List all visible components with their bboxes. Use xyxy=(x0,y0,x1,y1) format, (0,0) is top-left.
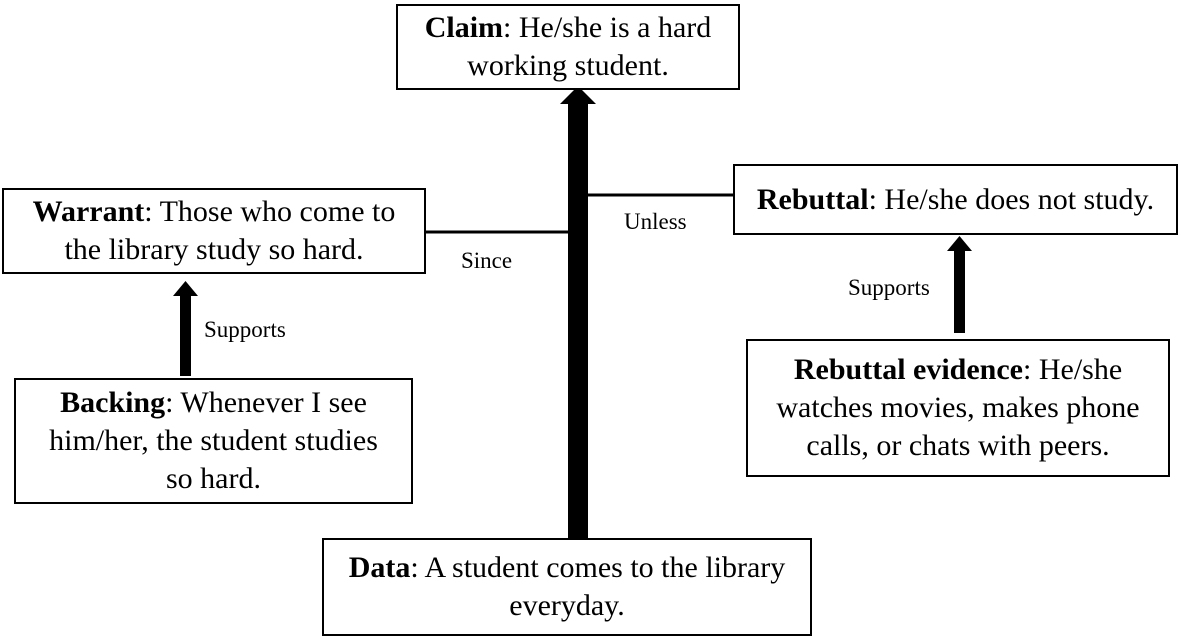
since-label: Since xyxy=(461,248,513,273)
rebuttal-evidence-arrow-shaft xyxy=(954,251,965,333)
rebuttal-evidence-arrow-head xyxy=(947,236,972,251)
backing-box: Backing: Whenever I see him/her, the stu… xyxy=(14,378,413,504)
claim-description: : He/she is a hard working student. xyxy=(467,11,712,82)
data-text: Data: A student comes to the library eve… xyxy=(327,549,807,625)
claim-box: Claim: He/she is a hard working student. xyxy=(396,4,740,90)
main-arrow-head xyxy=(560,86,596,104)
rebuttal-description: : He/she does not study. xyxy=(868,182,1155,216)
rebuttal-evidence-text: Rebuttal evidence: He/she watches movies… xyxy=(758,351,1158,465)
backing-term: Backing xyxy=(60,386,166,419)
supports-label-right: Supports xyxy=(848,275,930,300)
data-box: Data: A student comes to the library eve… xyxy=(322,538,812,636)
supports-label-left: Supports xyxy=(204,317,286,342)
claim-term: Claim xyxy=(424,11,504,44)
data-description: : A student comes to the library everyda… xyxy=(410,551,786,622)
backing-arrow-shaft xyxy=(180,296,191,376)
backing-description: : Whenever I see him/her, the student st… xyxy=(49,386,378,495)
backing-arrow-head xyxy=(173,281,198,296)
rebuttal-evidence-description: : He/she watches movies, makes phone cal… xyxy=(776,353,1140,462)
unless-label: Unless xyxy=(624,209,687,234)
data-term: Data xyxy=(348,551,411,584)
main-arrow-shaft xyxy=(568,104,588,540)
warrant-box: Warrant: Those who come to the library s… xyxy=(2,188,426,274)
rebuttal-term: Rebuttal xyxy=(756,182,869,216)
rebuttal-evidence-term: Rebuttal evidence xyxy=(793,353,1023,386)
backing-text: Backing: Whenever I see him/her, the stu… xyxy=(34,384,394,498)
rebuttal-text: Rebuttal: He/she does not study. xyxy=(736,181,1176,219)
warrant-text: Warrant: Those who come to the library s… xyxy=(12,193,417,269)
claim-text: Claim: He/she is a hard working student. xyxy=(408,9,728,85)
warrant-term: Warrant xyxy=(32,195,145,228)
rebuttal-evidence-box: Rebuttal evidence: He/she watches movies… xyxy=(746,339,1170,477)
rebuttal-box: Rebuttal: He/she does not study. xyxy=(733,164,1178,235)
warrant-description: : Those who come to the library study so… xyxy=(64,195,396,266)
